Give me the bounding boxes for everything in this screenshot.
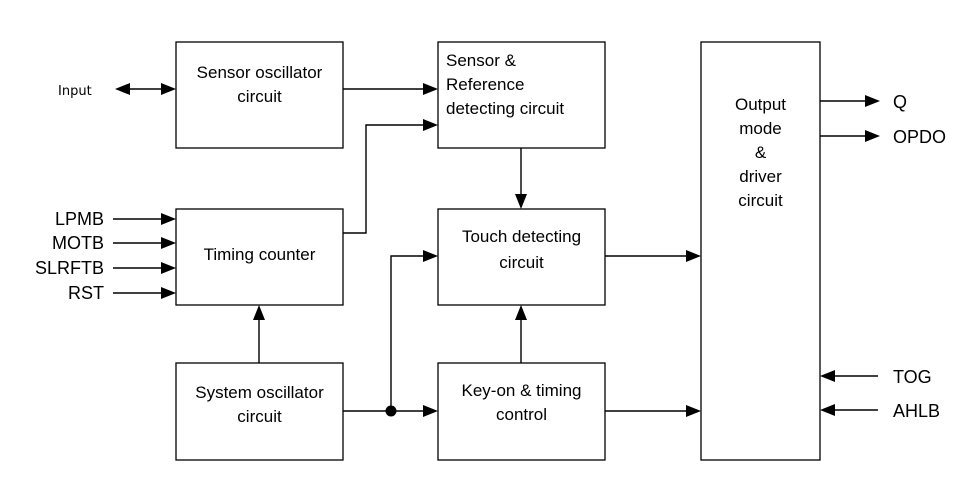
timing-to-ref-wire (343, 124, 426, 234)
output-mode-block: Output mode & driver circuit (700, 41, 821, 461)
motb-arrow (161, 237, 176, 249)
junction-to-touch-arrow (423, 250, 438, 262)
timing-counter-block: Timing counter (175, 208, 344, 306)
sensor-oscillator-block: Sensor oscillator circuit (175, 41, 344, 149)
slrftb-arrow (161, 262, 176, 274)
output-mode-label-2: mode (739, 119, 782, 138)
signal-q-label: Q (893, 92, 907, 112)
input-arrow-left (115, 83, 130, 95)
sensor-oscillator-label-1: Sensor oscillator (197, 63, 323, 82)
timing-counter-label: Timing counter (204, 245, 316, 264)
keyon-to-output-arrow (686, 405, 701, 417)
system-oscillator-block: System oscillator circuit (175, 362, 344, 461)
signal-tog-label: TOG (893, 367, 932, 387)
touch-to-output-arrow (686, 250, 701, 262)
output-mode-label-3: & (755, 143, 767, 162)
signal-motb-label: MOTB (52, 233, 104, 253)
key-on-timing-label-1: Key-on & timing (462, 381, 582, 400)
system-oscillator-label-1: System oscillator (195, 383, 324, 402)
signal-lpmb-label: LPMB (55, 209, 104, 229)
signal-slrftb-label: SLRFTB (35, 258, 104, 278)
sensor-reference-block: Sensor & Reference detecting circuit (437, 41, 606, 149)
touch-detecting-block: Touch detecting circuit (437, 208, 606, 306)
input-arrow-right (161, 83, 176, 95)
ahlb-arrow (820, 404, 835, 416)
touch-detecting-label-1: Touch detecting (462, 227, 581, 246)
sensor-reference-label-2: Reference (446, 75, 524, 94)
signal-ahlb-label: AHLB (893, 401, 940, 421)
tog-arrow (820, 370, 835, 382)
signal-input-label: Input (58, 84, 92, 99)
signal-rst-label: RST (68, 283, 104, 303)
rst-arrow (161, 287, 176, 299)
keyon-to-touch-arrow (515, 305, 527, 320)
touch-detecting-label-2: circuit (499, 253, 544, 272)
key-on-timing-label-2: control (496, 405, 547, 424)
sensor-osc-to-ref-arrow (423, 83, 438, 95)
output-mode-label-5: circuit (738, 191, 783, 210)
ref-to-touch-arrow (515, 194, 527, 209)
junction-to-touch-wire (390, 255, 426, 411)
q-arrow (865, 95, 880, 107)
sensor-reference-label-3: detecting circuit (446, 99, 564, 118)
sensor-oscillator-label-2: circuit (237, 87, 282, 106)
sysosc-to-keyon-arrow (423, 405, 438, 417)
output-mode-label-4: driver (739, 167, 782, 186)
output-mode-label-1: Output (735, 95, 786, 114)
system-oscillator-label-2: circuit (237, 407, 282, 426)
timing-to-ref-arrow (423, 119, 438, 131)
sysosc-to-timing-arrow (253, 305, 265, 320)
lpmb-arrow (161, 213, 176, 225)
opdo-arrow (865, 130, 880, 142)
key-on-timing-block: Key-on & timing control (437, 362, 606, 461)
signal-opdo-label: OPDO (893, 127, 946, 147)
sensor-reference-label-1: Sensor & (446, 51, 517, 70)
